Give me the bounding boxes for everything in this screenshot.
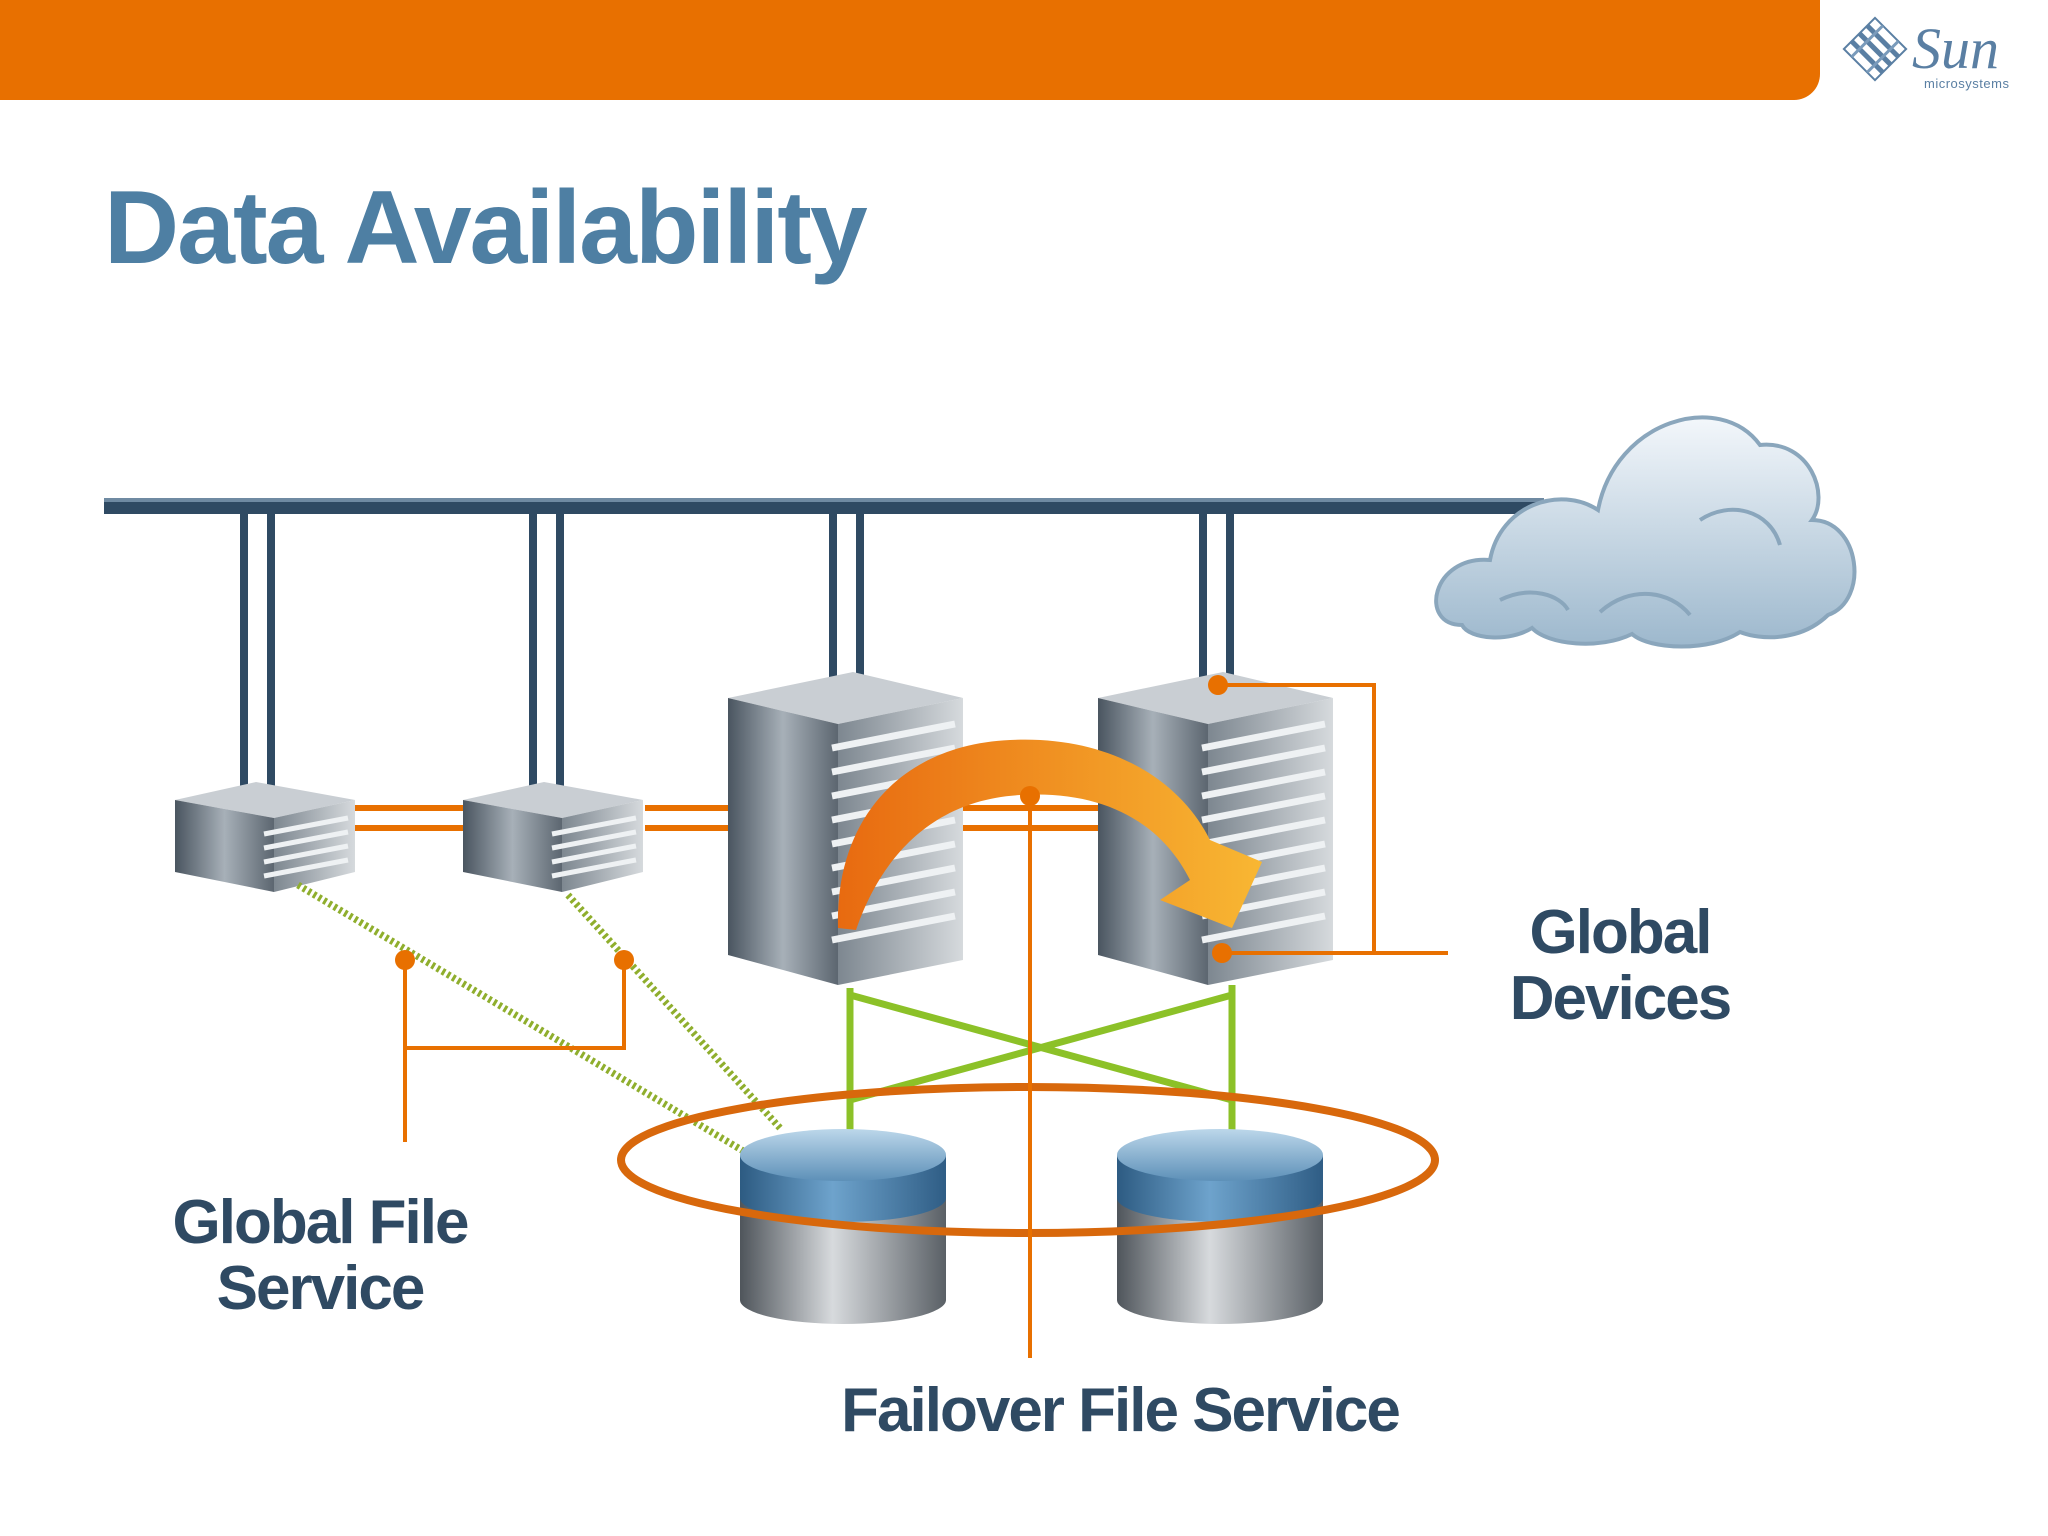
callout-dot: [1208, 675, 1228, 695]
logo-subtext: microsystems: [1924, 76, 2010, 91]
callout-dot: [395, 950, 415, 970]
global-file-service-callout: [403, 960, 626, 1142]
server-icon: [463, 782, 643, 892]
global-devices-label: Global Devices: [1470, 900, 1770, 1032]
global-file-line1: Global File: [172, 1188, 470, 1257]
global-file-service-label: Global File Service: [150, 1190, 490, 1322]
logo-wordmark: Sun: [1912, 16, 1999, 81]
global-devices-line2: Devices: [1509, 964, 1732, 1033]
global-devices-callout: [1218, 683, 1448, 955]
callout-dot: [1212, 943, 1232, 963]
callout-dot: [614, 950, 634, 970]
slide-title: Data Availability: [104, 170, 868, 286]
storage-disk-icon: [1117, 1129, 1323, 1324]
failover-arrow-icon: [837, 739, 1262, 930]
header-bar: [0, 0, 1820, 100]
network-backbone-icon: [104, 498, 1544, 514]
sun-diamond-icon: [1842, 16, 1908, 82]
server-icon: [1098, 672, 1333, 985]
sun-logo: Sun microsystems: [1840, 14, 2040, 100]
storage-links: [846, 985, 1236, 1142]
failover-file-service-label: Failover File Service: [841, 1376, 1401, 1445]
network-drops: [240, 512, 1234, 792]
global-file-service-links: [296, 881, 783, 1156]
server-icon: [728, 672, 963, 985]
global-file-line2: Service: [216, 1254, 426, 1323]
callout-dot: [1020, 786, 1040, 806]
global-devices-line1: Global: [1529, 898, 1713, 967]
cloud-icon: [1434, 415, 1857, 649]
server-icon: [175, 782, 355, 892]
cluster-interconnects: [355, 805, 1115, 831]
storage-disk-icon: [740, 1129, 946, 1324]
